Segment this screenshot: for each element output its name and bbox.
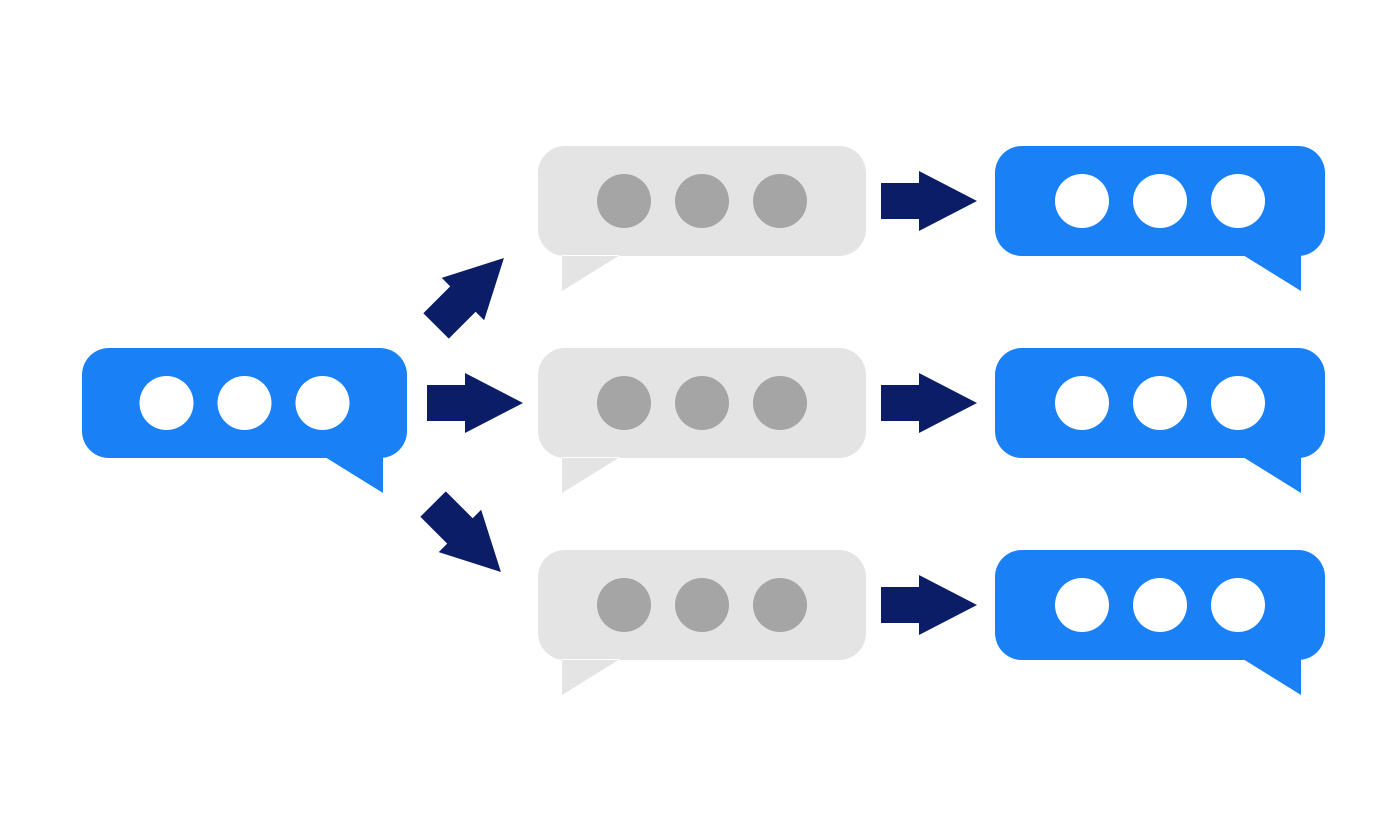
arrow-draft-2-to-final-2: [881, 373, 977, 433]
typing-dot-1-final-2: [1055, 376, 1109, 430]
typing-dot-2-draft-3: [675, 578, 729, 632]
chat-bubble-draft-3: [538, 550, 866, 695]
arrow-source-to-draft-3: [420, 491, 501, 572]
typing-dot-3-draft-1: [753, 174, 807, 228]
typing-dot-2-final-3: [1133, 578, 1187, 632]
arrow-source-to-draft-1: [423, 258, 504, 339]
chat-bubble-final-1: [995, 146, 1325, 291]
typing-dot-1-final-3: [1055, 578, 1109, 632]
typing-dot-3-final-3: [1211, 578, 1265, 632]
typing-dot-2-source: [217, 376, 272, 430]
typing-dot-3-final-2: [1211, 376, 1265, 430]
chat-bubble-draft-1: [538, 146, 866, 291]
chat-bubble-final-3: [995, 550, 1325, 695]
chat-bubble-final-2: [995, 348, 1325, 493]
typing-dot-2-draft-1: [675, 174, 729, 228]
chat-bubble-draft-2: [538, 348, 866, 493]
typing-dot-1-final-1: [1055, 174, 1109, 228]
arrow-source-to-draft-2: [427, 373, 523, 433]
arrow-draft-1-to-final-1: [881, 171, 977, 231]
typing-dot-3-draft-2: [753, 376, 807, 430]
typing-dot-2-draft-2: [675, 376, 729, 430]
typing-dot-1-draft-3: [597, 578, 651, 632]
typing-dot-3-final-1: [1211, 174, 1265, 228]
chat-bubble-source: [82, 348, 407, 493]
typing-dot-1-draft-1: [597, 174, 651, 228]
arrow-draft-3-to-final-3: [881, 575, 977, 635]
typing-dot-2-final-1: [1133, 174, 1187, 228]
typing-dot-2-final-2: [1133, 376, 1187, 430]
typing-dot-1-draft-2: [597, 376, 651, 430]
typing-dot-3-draft-3: [753, 578, 807, 632]
typing-dot-1-source: [139, 376, 194, 430]
typing-dot-3-source: [295, 376, 350, 430]
